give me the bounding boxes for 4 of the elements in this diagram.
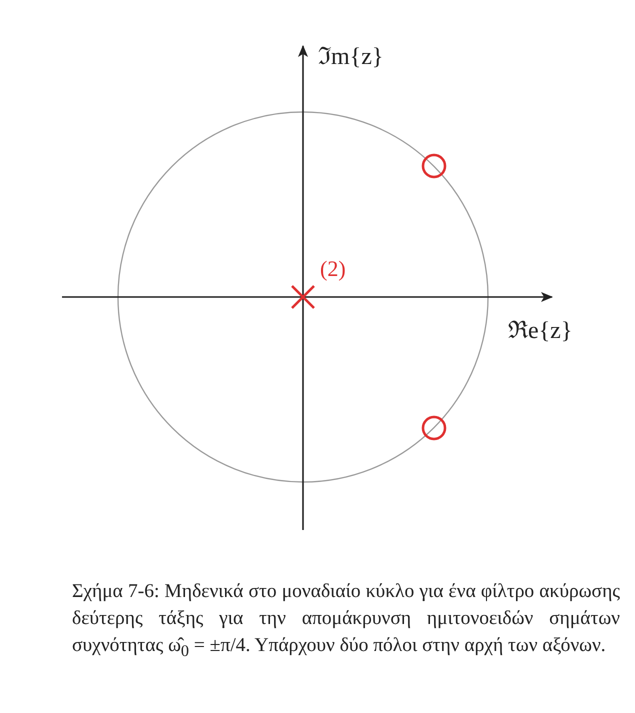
axis-label: ℜe{z} [508, 317, 572, 345]
multiplicity-label: (2) [320, 256, 346, 282]
axis-label: ℑm{z} [318, 43, 384, 71]
figure-caption: Σχήμα 7-6: Μηδενικά στο μοναδιαίο κύκλο για ένα φίλτρο ακύρωσης δεύτερης τάξης για την απομάκρυνση ημιτονοειδών σημάτων συχνότητας ω̂$_{0}$ = ±π/4. Υπάρχουν δύο πόλοι στην αρχή των αξόνων. [72, 580, 620, 662]
